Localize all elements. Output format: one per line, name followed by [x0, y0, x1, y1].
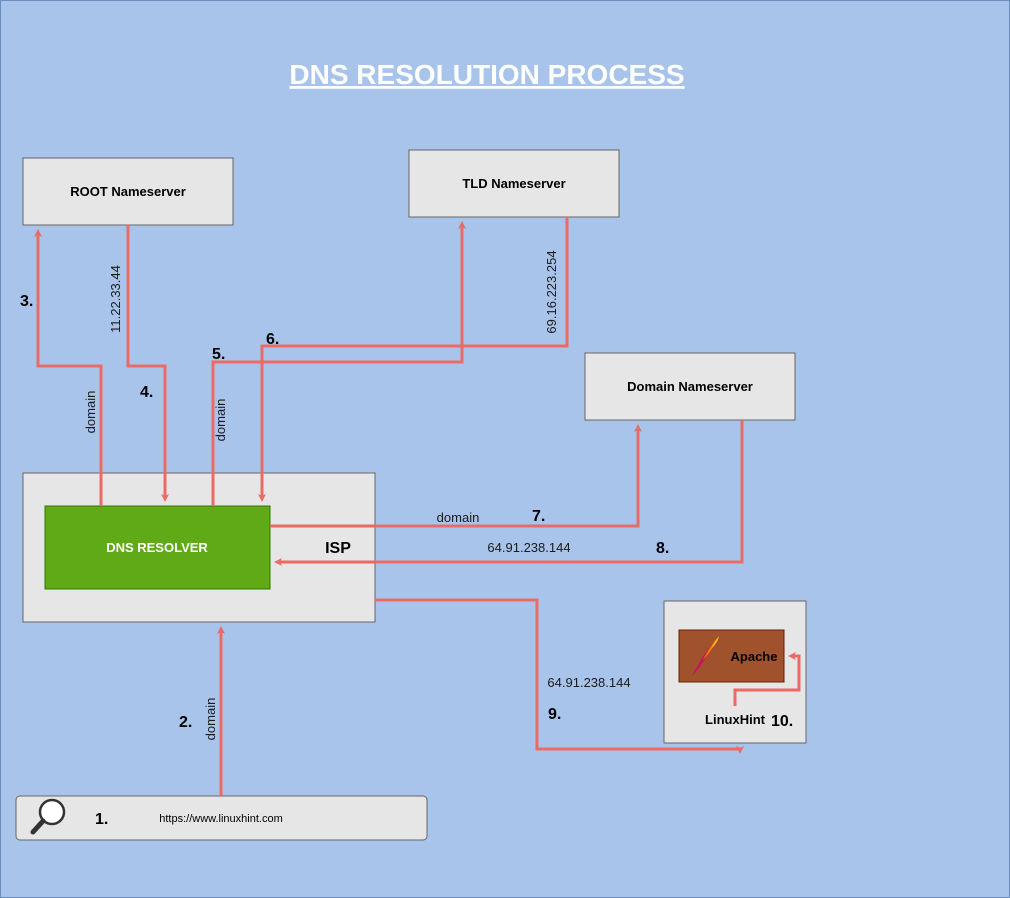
step-10: 10.	[771, 713, 793, 730]
step-7: 7.	[532, 508, 545, 525]
edge-resolver-to-root	[34, 229, 103, 506]
edge-resolver-to-domain-ns	[270, 424, 642, 528]
root-nameserver-box	[22, 157, 234, 226]
label-domain-to-root: domain	[83, 391, 98, 434]
label-tld-reply: 69.16.223.254	[544, 250, 559, 333]
diagram-title: DNS RESOLUTION PROCESS	[289, 59, 684, 90]
step-5: 5.	[212, 346, 225, 363]
edge-root-to-resolver	[126, 225, 169, 502]
step-2: 2.	[179, 714, 192, 731]
isp-label: ISP	[325, 540, 351, 557]
url-text: https://www.linuxhint.com	[159, 813, 283, 825]
apache-box	[678, 629, 785, 683]
domain-nameserver-label: Domain Nameserver	[627, 379, 753, 394]
tld-nameserver-box	[408, 149, 620, 218]
edge-apache-loop	[733, 652, 801, 706]
step-8: 8.	[656, 540, 669, 557]
edge-isp-to-server	[375, 598, 744, 754]
edge-domain-ns-to-resolver	[274, 420, 744, 566]
root-nameserver-label: ROOT Nameserver	[70, 184, 186, 199]
dns-resolver-label: DNS RESOLVER	[106, 540, 208, 555]
label-domain-to-dns: domain	[437, 510, 480, 525]
search-icon	[30, 798, 66, 835]
label-dns-reply: 64.91.238.144	[487, 540, 570, 555]
domain-nameserver-box	[584, 352, 796, 421]
edge-tld-to-resolver	[258, 217, 569, 502]
step-6: 6.	[266, 331, 279, 348]
edge-resolver-to-tld	[211, 221, 466, 506]
apache-feather-icon	[692, 636, 719, 676]
step-4: 4.	[140, 384, 153, 401]
dns-resolver-box	[44, 505, 271, 590]
label-isp-to-server: 64.91.238.144	[547, 675, 630, 690]
apache-label: Apache	[731, 649, 778, 664]
tld-nameserver-label: TLD Nameserver	[462, 176, 565, 191]
label-browser-to-isp: domain	[203, 698, 218, 741]
step-3: 3.	[20, 293, 33, 310]
label-domain-to-tld: domain	[213, 399, 228, 442]
linuxhint-label: LinuxHint	[705, 712, 766, 727]
step-1: 1.	[95, 811, 108, 828]
step-9: 9.	[548, 706, 561, 723]
label-root-reply: 11.22.33.44	[108, 265, 123, 333]
